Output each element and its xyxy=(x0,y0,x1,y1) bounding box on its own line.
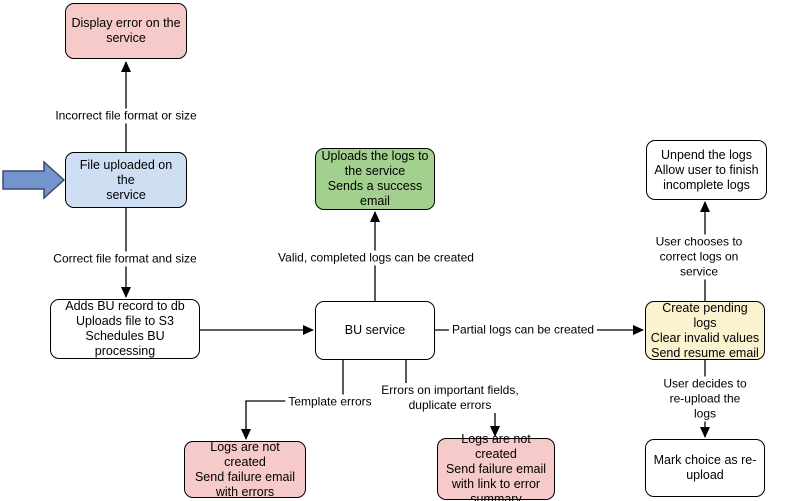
edge-label-template-errors: Template errors xyxy=(285,394,375,410)
node-uploads-logs: Uploads the logs to the service Sends a … xyxy=(315,148,435,210)
edge-label-user-reuploads: User decides to re-upload the logs xyxy=(657,376,753,422)
node-adds-bu-record: Adds BU record to db Uploads file to S3 … xyxy=(50,299,200,359)
node-mark-reupload: Mark choice as re- upload xyxy=(645,439,765,497)
edge-label-correct-format: Correct file format and size xyxy=(50,251,200,267)
node-logs-failure-summary: Logs are not created Send failure email … xyxy=(437,432,555,501)
edge-label-valid-logs: Valid, completed logs can be created xyxy=(275,250,477,266)
edge-label-partial-logs: Partial logs can be created xyxy=(448,322,598,338)
node-display-error: Display error on the service xyxy=(65,3,187,59)
edge-label-field-errors: Errors on important fields, duplicate er… xyxy=(378,383,522,413)
entry-pointer-arrow-icon xyxy=(2,160,66,200)
edge-label-incorrect-format: Incorrect file format or size xyxy=(52,108,200,124)
node-create-pending-logs: Create pending logs Clear invalid values… xyxy=(645,301,765,360)
node-unpend-logs: Unpend the logs Allow user to finish inc… xyxy=(646,140,767,200)
node-logs-failure-errors: Logs are not created Send failure email … xyxy=(184,440,306,499)
edge-label-user-corrects: User chooses to correct logs on service xyxy=(648,234,750,280)
node-bu-service: BU service xyxy=(315,301,435,360)
node-file-uploaded: File uploaded on the service xyxy=(65,152,187,208)
